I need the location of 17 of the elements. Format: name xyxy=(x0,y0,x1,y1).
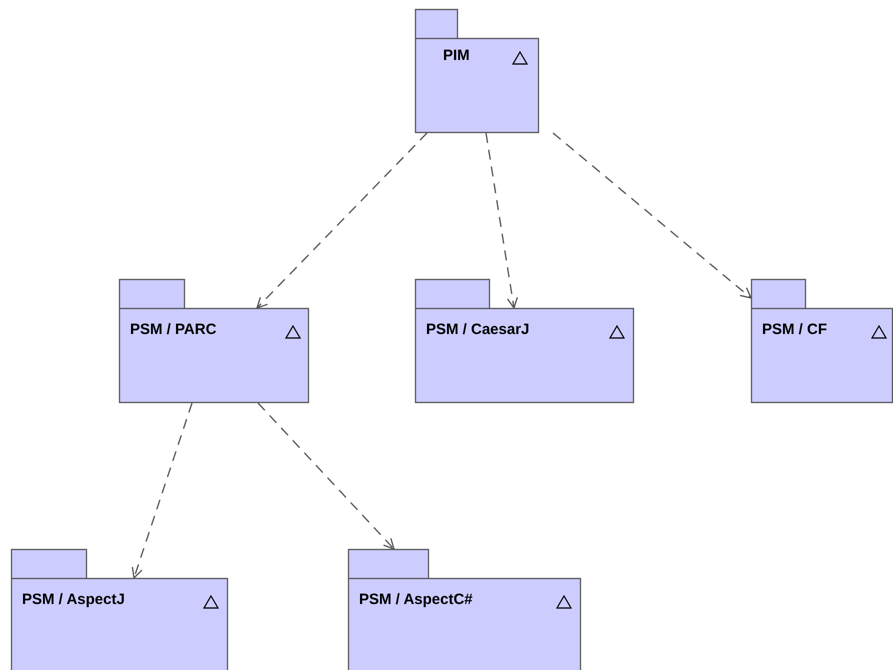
package-name: PSM / PARC xyxy=(130,321,216,339)
package-name: PSM / CaesarJ xyxy=(426,321,530,339)
package-name: PSM / CF xyxy=(762,321,828,339)
dependency-arrow xyxy=(552,132,752,299)
package-box xyxy=(415,9,539,133)
dependency-arrow xyxy=(258,402,395,550)
package-box xyxy=(11,549,228,670)
package-box xyxy=(751,279,893,403)
package-box xyxy=(415,279,634,403)
package-name: PSM / AspectC# xyxy=(359,591,473,609)
package-box xyxy=(119,279,309,403)
dependency-arrow xyxy=(132,402,193,579)
dependency-arrow xyxy=(485,132,518,309)
package-name: PSM / AspectJ xyxy=(22,591,125,609)
package-box xyxy=(348,549,581,670)
dependency-arrow xyxy=(256,132,428,309)
package-name: PIM xyxy=(443,47,470,65)
